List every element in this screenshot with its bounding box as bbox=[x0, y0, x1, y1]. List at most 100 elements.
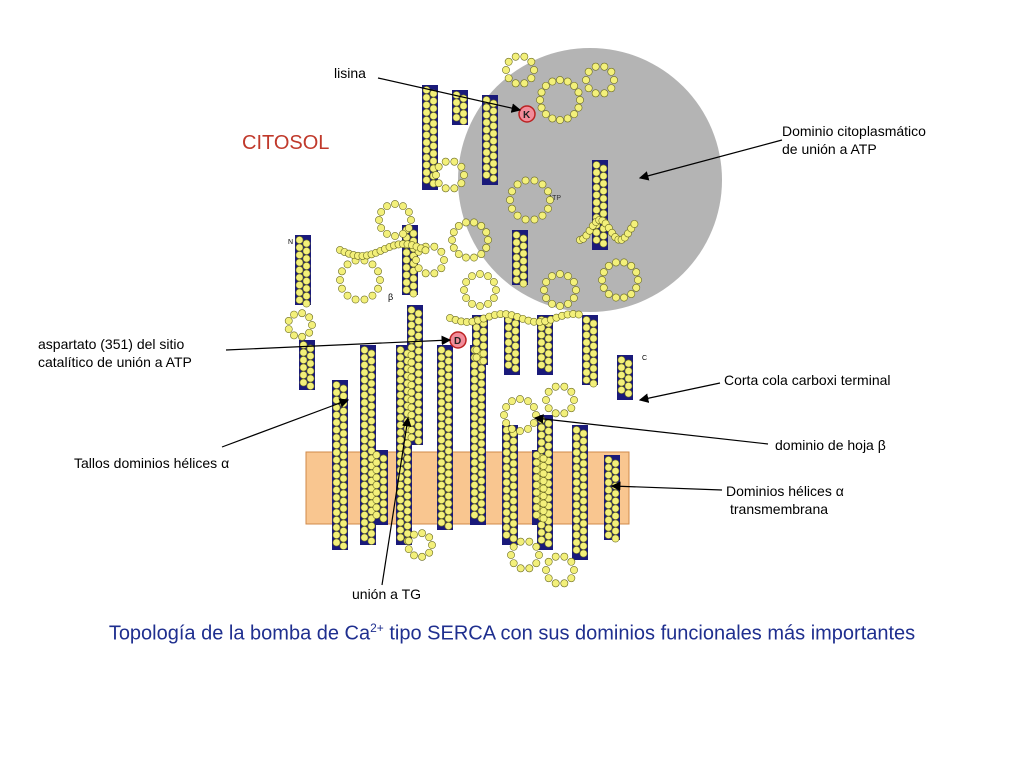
residue-bead bbox=[454, 250, 463, 258]
residue-bead bbox=[544, 532, 553, 540]
cytosol-label: CITOSOL bbox=[242, 132, 330, 154]
residue-bead bbox=[437, 368, 446, 377]
residue-bead bbox=[572, 478, 581, 487]
residue-bead bbox=[403, 514, 412, 523]
residue-bead bbox=[527, 74, 536, 83]
residue-bead bbox=[450, 184, 459, 193]
residue-bead bbox=[367, 349, 376, 358]
residue-bead bbox=[472, 346, 481, 354]
residue-bead bbox=[298, 309, 306, 318]
arrow-tg-binding bbox=[381, 416, 412, 586]
residue-bead bbox=[360, 533, 369, 542]
residue-bead bbox=[284, 316, 293, 325]
residue-bead bbox=[459, 94, 468, 103]
residue-bead bbox=[544, 442, 553, 450]
residue-bead bbox=[409, 289, 418, 298]
aspartate-label: aspartato (351) del sitio catalítico de … bbox=[38, 336, 192, 371]
aspartate-residue-letter: D bbox=[454, 336, 461, 347]
residue-bead bbox=[632, 268, 641, 277]
residue-bead bbox=[630, 220, 639, 228]
residue-bead bbox=[476, 302, 484, 310]
residue-bead bbox=[360, 398, 369, 407]
residue-bead bbox=[502, 433, 511, 442]
residue-bead bbox=[306, 359, 315, 368]
residue-bead bbox=[532, 473, 541, 482]
residue-bead bbox=[429, 119, 438, 128]
residue-bead bbox=[502, 471, 511, 479]
residue-bead bbox=[437, 413, 446, 422]
residue-bead bbox=[482, 118, 491, 127]
residue-bead bbox=[444, 349, 453, 358]
residue-bead bbox=[582, 346, 591, 354]
residue-bead bbox=[429, 142, 438, 150]
residue-bead bbox=[564, 272, 572, 281]
residue-bead bbox=[509, 497, 518, 505]
residue-bead bbox=[299, 356, 308, 364]
residue-bead bbox=[414, 309, 423, 318]
residue-bead bbox=[509, 467, 518, 475]
residue-bead bbox=[306, 374, 315, 383]
residue-bead bbox=[604, 516, 613, 524]
residue-bead bbox=[372, 511, 381, 519]
residue-bead bbox=[407, 351, 416, 359]
residue-bead bbox=[375, 216, 383, 224]
residue-bead bbox=[570, 396, 578, 404]
aspartate-line1: aspartato (351) del sitio bbox=[38, 336, 185, 352]
residue-bead bbox=[360, 428, 369, 437]
residue-chain bbox=[284, 52, 642, 588]
stalk-symbol: α bbox=[221, 455, 230, 471]
residue-bead bbox=[332, 388, 341, 397]
residue-bead bbox=[541, 81, 550, 90]
residue-bead bbox=[437, 376, 446, 384]
residue-bead bbox=[489, 278, 498, 286]
residue-bead bbox=[302, 299, 311, 308]
residue-bead bbox=[489, 167, 498, 175]
residue-bead bbox=[489, 107, 498, 115]
residue-bead bbox=[572, 508, 581, 517]
residue-bead bbox=[538, 180, 547, 189]
residue-bead bbox=[572, 538, 581, 547]
residue-bead bbox=[477, 439, 486, 448]
residue-bead bbox=[537, 423, 546, 432]
residue-bead bbox=[572, 456, 581, 464]
residue-bead bbox=[502, 463, 511, 472]
residue-bead bbox=[407, 358, 416, 367]
residue-bead bbox=[444, 432, 453, 440]
residue-bead bbox=[414, 414, 423, 423]
residue-bead bbox=[477, 514, 486, 523]
cyto-domain-label: Dominio citoplasmático de unión a ATP bbox=[782, 123, 926, 158]
residue-bead bbox=[512, 261, 521, 269]
residue-bead bbox=[377, 208, 386, 216]
residue-bead bbox=[407, 373, 416, 382]
residue-bead bbox=[604, 478, 613, 487]
residue-bead bbox=[521, 215, 530, 224]
residue-bead bbox=[489, 174, 498, 183]
residue-bead bbox=[437, 473, 446, 482]
residue-bead bbox=[360, 376, 369, 384]
residue-bead bbox=[407, 388, 416, 397]
residue-bead bbox=[627, 262, 636, 270]
residue-bead bbox=[532, 511, 541, 519]
residue-bead bbox=[502, 508, 511, 517]
lysine-residue-marker bbox=[518, 105, 536, 123]
residue-bead bbox=[544, 187, 552, 196]
residue-bead bbox=[544, 327, 553, 335]
residue-bead bbox=[414, 422, 423, 430]
residue-bead bbox=[632, 283, 641, 292]
residue-bead bbox=[574, 88, 583, 97]
residue-bead bbox=[444, 379, 453, 388]
residue-bead bbox=[476, 270, 484, 278]
residue-bead bbox=[502, 501, 511, 509]
residue-bead bbox=[600, 89, 609, 98]
residue-bead bbox=[542, 278, 551, 286]
residue-bead bbox=[508, 424, 516, 433]
residue-bead bbox=[422, 108, 431, 117]
residue-bead bbox=[414, 392, 423, 400]
residue-bead bbox=[504, 353, 513, 362]
residue-bead bbox=[502, 516, 511, 524]
residue-bead bbox=[509, 459, 518, 468]
residue-bead bbox=[589, 364, 598, 373]
residue-bead bbox=[437, 406, 446, 414]
residue-bead bbox=[591, 89, 600, 98]
residue-bead bbox=[504, 74, 513, 83]
